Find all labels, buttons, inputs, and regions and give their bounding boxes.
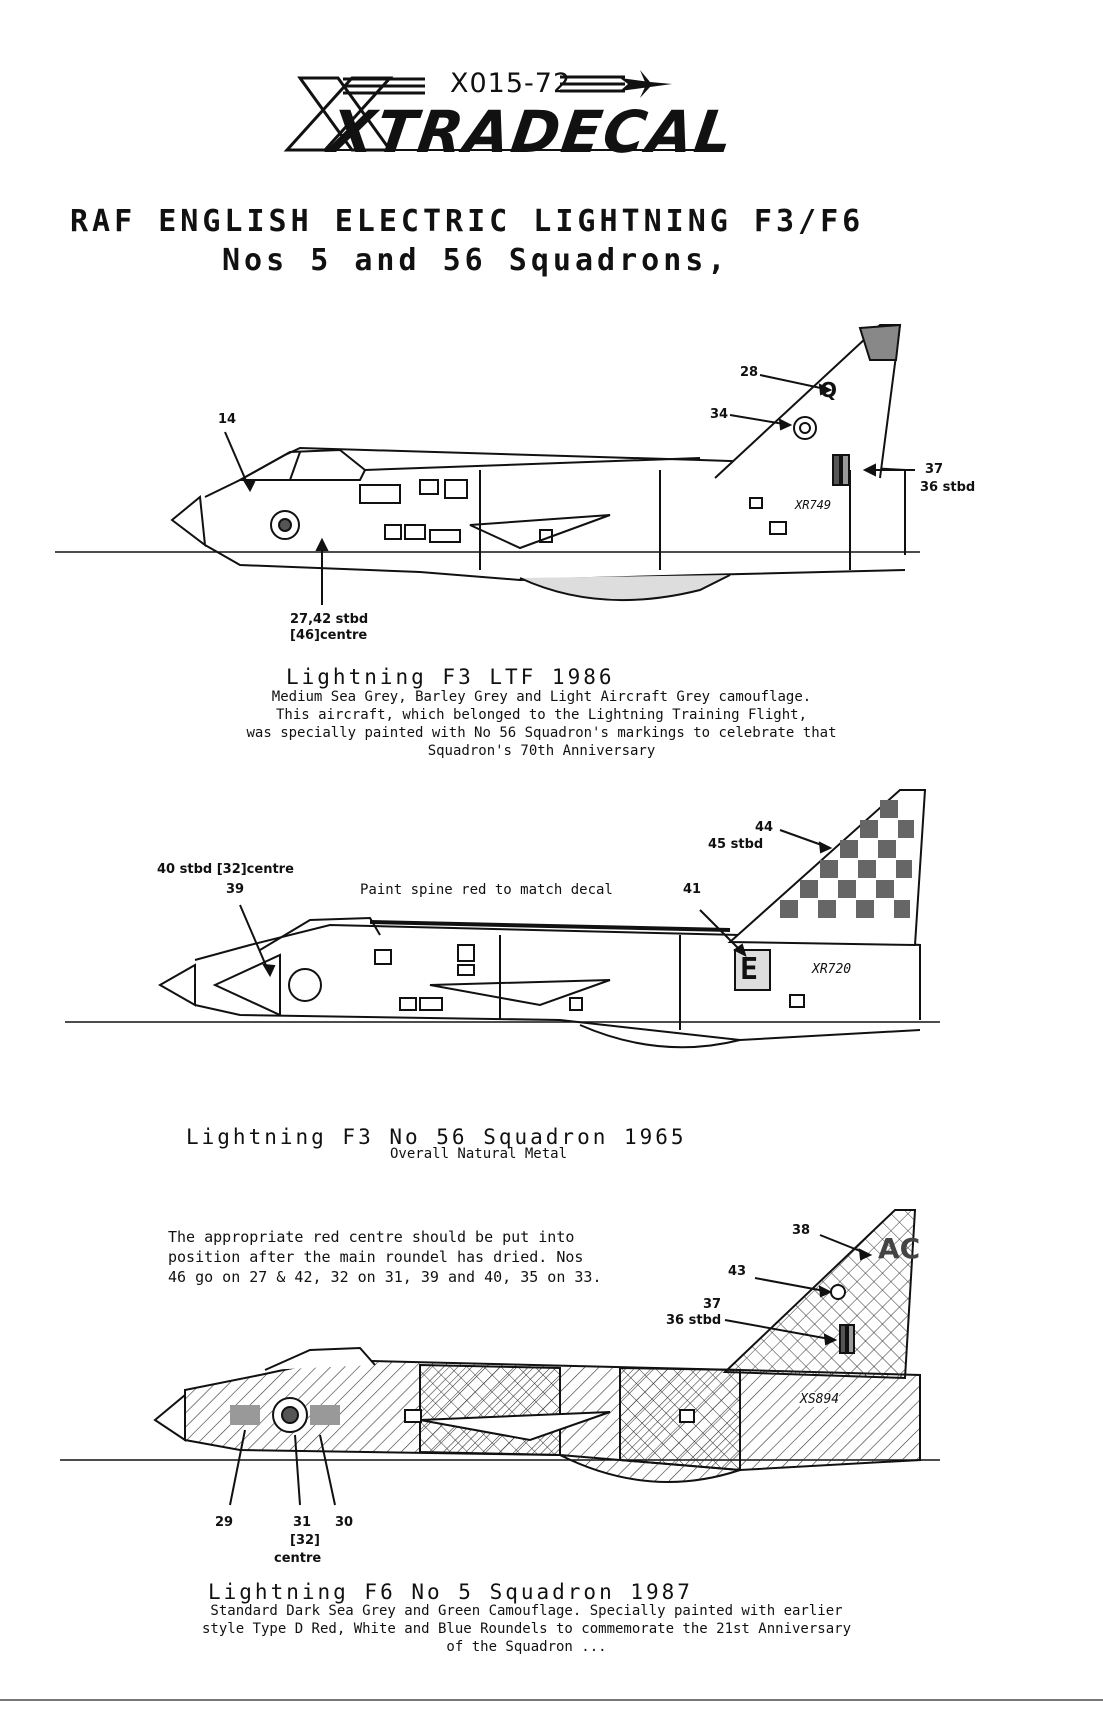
desc-line: of the Squadron ... xyxy=(446,1639,607,1655)
callout-41: 41 xyxy=(683,882,702,897)
aircraft-2-serial: XR720 xyxy=(812,962,852,977)
desc-line: Squadron's 70th Anniversary xyxy=(427,743,656,759)
jet-icon xyxy=(620,78,672,91)
callout-28: 28 xyxy=(740,365,759,380)
aircraft-1-serial: XR749 xyxy=(795,498,832,512)
logo-speedlines-graphic xyxy=(283,70,700,152)
aircraft-1-tail-code: Q xyxy=(820,378,838,402)
callout-29: 29 xyxy=(215,1515,234,1530)
note-line: 46 go on 27 & 42, 32 on 31, 39 and 40, 3… xyxy=(168,1268,602,1286)
aircraft-2-heading: Lightning F3 No 56 Squadron 1965 xyxy=(186,1125,687,1149)
callout-36-stbd: 36 stbd xyxy=(666,1313,722,1328)
roundel-note: The appropriate red centre should be put… xyxy=(168,1227,601,1287)
aircraft-3-serial: XS894 xyxy=(800,1392,840,1407)
callout-43: 43 xyxy=(728,1264,747,1279)
callout-27-42: 27,42 stbd xyxy=(290,612,369,627)
document-title: RAF ENGLISH ELECTRIC LIGHTNING F3/F6 xyxy=(70,204,865,239)
aircraft-3-tail-code: AC xyxy=(878,1232,921,1265)
desc-line: This aircraft, which belonged to the Lig… xyxy=(275,707,807,723)
aircraft-2-tail-code: E xyxy=(740,952,759,987)
callout-31: 31 xyxy=(293,1515,312,1530)
callout-30: 30 xyxy=(335,1515,354,1530)
aircraft-1-description: Medium Sea Grey, Barley Grey and Light A… xyxy=(0,688,1103,760)
document-subtitle: Nos 5 and 56 Squadrons, xyxy=(222,243,730,278)
desc-line: style Type D Red, White and Blue Roundel… xyxy=(201,1621,851,1637)
callout-37: 37 xyxy=(925,462,944,477)
callout-40-32: 40 stbd [32]centre xyxy=(157,862,294,877)
callout-32: [32] xyxy=(290,1533,320,1548)
spine-instruction: Paint spine red to match decal xyxy=(360,882,613,898)
callout-34: 34 xyxy=(710,407,729,422)
desc-line: Medium Sea Grey, Barley Grey and Light A… xyxy=(271,689,812,705)
callout-44: 44 xyxy=(755,820,774,835)
aircraft-3-description: Standard Dark Sea Grey and Green Camoufl… xyxy=(0,1602,1103,1656)
logo-code: X015-72 xyxy=(450,68,572,99)
callout-37: 37 xyxy=(703,1297,722,1312)
aircraft-2-description: Overall Natural Metal xyxy=(390,1146,568,1162)
callout-45-stbd: 45 stbd xyxy=(708,837,764,852)
note-line: The appropriate red centre should be put… xyxy=(168,1228,575,1246)
callout-38: 38 xyxy=(792,1223,811,1238)
aircraft-1-heading: Lightning F3 LTF 1986 xyxy=(286,665,615,689)
aircraft-3-heading: Lightning F6 No 5 Squadron 1987 xyxy=(208,1580,693,1604)
callout-46-centre: [46]centre xyxy=(290,628,368,643)
desc-line: Standard Dark Sea Grey and Green Camoufl… xyxy=(210,1603,843,1619)
callout-36-stbd: 36 stbd xyxy=(920,480,976,495)
note-line: position after the main roundel has drie… xyxy=(168,1248,584,1266)
callout-39: 39 xyxy=(226,882,245,897)
desc-line: was specially painted with No 56 Squadro… xyxy=(246,725,837,741)
callout-14: 14 xyxy=(218,412,237,427)
callout-32-centre: centre xyxy=(274,1551,322,1566)
